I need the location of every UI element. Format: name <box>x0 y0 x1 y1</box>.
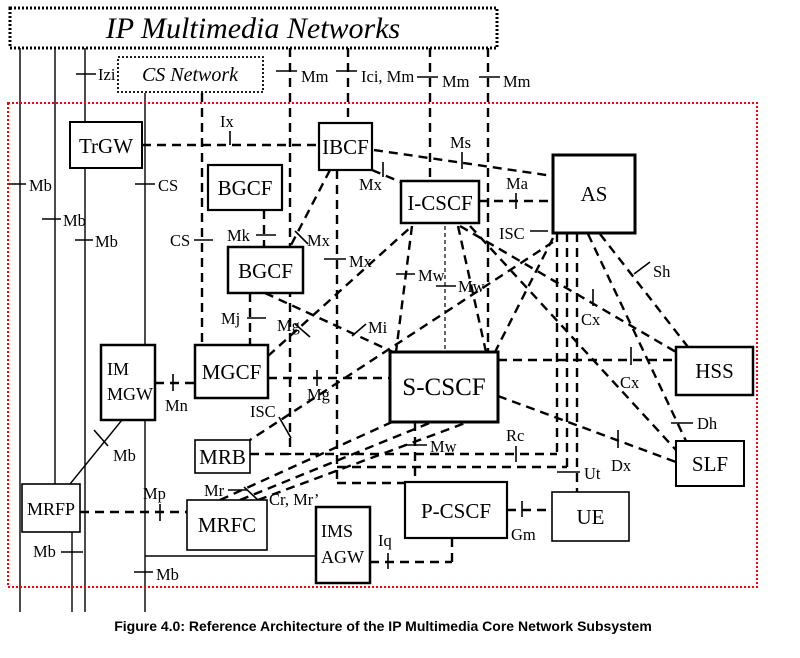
im-mgw-box <box>99 343 157 422</box>
mx3-label: Mx <box>359 175 383 194</box>
ma-label: Ma <box>506 174 529 193</box>
ims-agw-box <box>314 505 372 585</box>
mb1-label: Mb <box>29 176 52 195</box>
mrfc-box <box>186 499 268 551</box>
cs2-label: CS <box>170 231 190 250</box>
mi-label: Mi <box>368 318 388 337</box>
mn-label: Mn <box>165 396 188 415</box>
mg1-label: Mg <box>277 316 300 335</box>
mr-label: Mr <box>204 481 225 500</box>
ix-label: Ix <box>220 112 234 131</box>
mrb-box <box>194 439 251 474</box>
mw2-label: Mw <box>458 277 485 296</box>
cr-mr-label: Cr, Mr’ <box>269 490 319 509</box>
isc1-label: ISC <box>499 224 525 243</box>
ut-label: Ut <box>584 464 601 483</box>
bgcf-mid-box <box>226 245 305 295</box>
icscf-box <box>399 179 481 225</box>
connection-lines <box>80 48 689 564</box>
hss-box <box>674 345 755 397</box>
ims-agw-label-line1: IMS <box>321 521 353 541</box>
cs-network-label: CS Network <box>142 64 239 86</box>
interface-labels: Izi Mm Ici, Mm Mm Mm Ix CS CS Mb Mb Mb M… <box>29 65 718 584</box>
as-box <box>551 153 637 235</box>
scscf-box <box>388 350 500 424</box>
mp-label: Mp <box>143 484 166 503</box>
mb4-label: Mb <box>113 446 136 465</box>
core-subsystem-boundary <box>7 102 758 588</box>
external-network-boxes: IP Multimedia Networks CS Network <box>8 6 499 93</box>
mgcf-label: MGCF <box>202 360 262 384</box>
pcscf-label: P-CSCF <box>421 499 491 523</box>
bgcf-top-label: BGCF <box>218 176 273 200</box>
hss-label: HSS <box>695 359 734 383</box>
tick-marks <box>9 70 693 573</box>
mw1-label: Mw <box>418 266 445 285</box>
ibcf-label: IBCF <box>322 135 369 159</box>
cs-network-box <box>117 56 264 93</box>
mw3-label: Mw <box>430 437 457 456</box>
rc-label: Rc <box>506 426 524 445</box>
dx-label: Dx <box>611 456 632 475</box>
cx2-label: Cx <box>620 373 640 392</box>
ue-label: UE <box>577 505 605 529</box>
dh-label: Dh <box>697 414 718 433</box>
gm-label: Gm <box>511 525 536 544</box>
ici-mm-label: Ici, Mm <box>361 67 414 86</box>
pcscf-box <box>403 480 509 540</box>
mb6-label: Mb <box>156 565 179 584</box>
mm1-label: Mm <box>301 67 329 86</box>
mrfp-box <box>21 483 81 533</box>
node-boxes: TrGW IBCF BGCF BGCF I-CSCF AS HSS IM MGW… <box>21 121 755 585</box>
trgw-box <box>69 121 143 169</box>
mx2-label: Mx <box>349 252 373 271</box>
mg2-label: Mg <box>307 385 330 404</box>
mm3-label: Mm <box>503 72 531 91</box>
ip-multimedia-networks-box <box>8 6 499 50</box>
trgw-label: TrGW <box>79 134 133 158</box>
scscf-label: S-CSCF <box>402 374 485 401</box>
mk-label: Mk <box>227 226 251 245</box>
isc2-label: ISC <box>250 402 276 421</box>
slf-label: SLF <box>692 452 728 476</box>
slf-box <box>675 440 745 487</box>
sh-label: Sh <box>653 262 671 281</box>
as-label: AS <box>581 182 608 206</box>
bgcf-mid-label: BGCF <box>238 259 293 283</box>
mj-label: Mj <box>221 309 240 328</box>
ms-label: Ms <box>450 133 471 152</box>
ue-box <box>551 491 630 542</box>
izi-label: Izi <box>98 65 116 84</box>
im-mgw-label-line2: MGW <box>107 384 153 404</box>
im-mgw-label-line1: IM <box>107 359 129 379</box>
mb2-label: Mb <box>63 211 86 230</box>
mb5-label: Mb <box>33 542 56 561</box>
ims-agw-label-line2: AGW <box>321 547 364 567</box>
figure-caption: Figure 4.0: Reference Architecture of th… <box>114 618 652 634</box>
mrfp-label: MRFP <box>27 499 75 519</box>
icscf-label: I-CSCF <box>407 191 472 215</box>
ip-multimedia-networks-title: IP Multimedia Networks <box>105 12 400 45</box>
bgcf-top-box <box>206 163 284 212</box>
mm2-label: Mm <box>442 72 470 91</box>
ibcf-box <box>317 121 374 172</box>
cs1-label: CS <box>158 176 178 195</box>
mrb-label: MRB <box>199 445 246 469</box>
mrfc-label: MRFC <box>198 513 256 537</box>
mb3-label: Mb <box>95 232 118 251</box>
cx1-label: Cx <box>581 310 601 329</box>
mx1-label: Mx <box>307 231 331 250</box>
iq-label: Iq <box>378 531 392 550</box>
mgcf-box <box>193 343 270 400</box>
